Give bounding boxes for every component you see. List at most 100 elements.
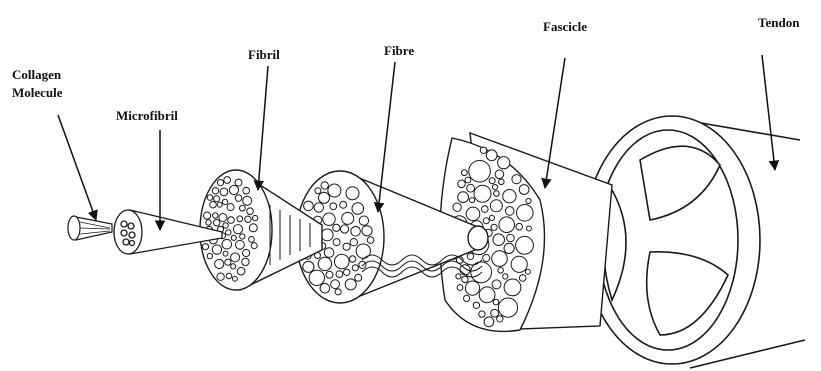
packed-circle [345,279,356,290]
packed-circle [240,234,245,239]
label-fascicle: Fascicle [543,18,587,35]
packed-circle [465,177,471,183]
packed-circle [352,203,364,215]
packed-circle [217,273,224,280]
label-fibril: Fibril [248,46,280,63]
packed-circle [517,205,534,222]
packed-circle [214,196,220,202]
packed-circle [465,281,479,295]
packed-circle [224,177,231,184]
packed-circle [343,243,350,250]
packed-circle [219,214,227,222]
packed-circle [473,302,479,308]
packed-circle [460,265,470,275]
packed-circle [212,245,221,254]
packed-circle [333,239,340,246]
packed-circle [359,216,368,225]
packed-circle [367,237,374,244]
packed-circle [237,216,243,222]
packed-circle [214,220,220,226]
packed-circle [525,269,530,274]
packed-circle [303,261,314,272]
packed-circle [237,267,245,275]
packed-circle [355,274,362,281]
packed-circle [304,201,314,211]
packed-circle [484,317,494,327]
packed-circle [480,147,486,153]
packed-circle [493,299,499,305]
packed-circle [206,220,211,225]
packed-circle [226,273,232,279]
packed-circle [499,179,505,185]
packed-circle [503,274,508,279]
packed-circle [453,203,461,211]
packed-circle [504,243,514,253]
packed-circle [243,196,252,205]
packed-circle [495,170,504,179]
packed-circle [467,253,473,259]
packed-circle [482,206,489,213]
packed-circle [462,170,468,176]
packed-circle [340,201,347,208]
packed-circle [233,225,242,234]
packed-circle [222,199,227,204]
label-collagen-line2: Molecule [12,84,63,101]
label-fibre: Fibre [384,42,414,59]
packed-circle [350,239,357,246]
packed-circle [469,160,491,182]
packed-circle [344,269,350,275]
packed-circle [483,254,490,261]
packed-circle [323,213,335,225]
packed-circle [359,261,366,268]
packed-circle [489,178,495,184]
packed-circle [494,191,500,197]
packed-circle [314,203,323,212]
label-collagen-line1: Collagen [12,66,61,83]
packed-circle [243,249,250,256]
packed-circle [328,184,341,197]
packed-circle [202,244,208,250]
packed-circle [220,188,228,196]
packed-circle [507,234,515,242]
packed-circle [492,280,501,289]
fibril-arrow [258,66,268,190]
packed-circle [492,251,508,267]
packed-circle [215,259,224,268]
packed-circle [207,253,212,258]
packed-circle [309,270,324,285]
packed-circle [466,207,480,221]
packed-circle [352,265,358,271]
packed-circle [341,225,349,233]
packed-circle [235,179,242,186]
packed-circle [351,227,361,237]
packed-circle [225,259,231,265]
packed-circle [223,223,228,228]
packed-circle [511,256,527,272]
tendon-arrow [762,55,775,170]
packed-circle [526,226,531,231]
packed-circle [229,185,238,194]
packed-circle [346,187,359,200]
packed-circle [318,192,329,203]
packed-circle [519,275,526,282]
packed-circle [335,254,350,269]
packed-circle [503,190,516,203]
packed-circle [456,274,461,279]
label-microfibril: Microfibril [116,107,178,124]
packed-circle [231,253,240,262]
packed-circle [331,280,340,289]
packed-circle [474,185,491,202]
packed-circle [498,298,517,317]
packed-circle [467,184,475,192]
packed-circle [491,224,497,230]
packed-circle [342,212,354,224]
packed-circle [457,285,463,291]
packed-circle [493,234,505,246]
packed-circle [519,185,529,195]
packed-circle [226,230,231,235]
packed-circle [526,198,531,203]
packed-circle [213,213,218,218]
packed-circle [227,204,234,211]
collagen-molecule-structure [68,216,112,240]
